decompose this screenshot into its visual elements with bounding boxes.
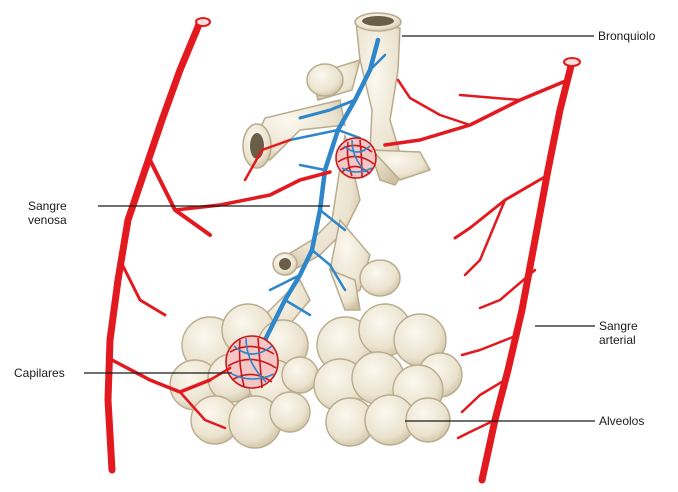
label-capilares: Capilares [14, 366, 65, 380]
label-alveolos: Alveolos [599, 414, 644, 428]
capillary-network-lower [226, 336, 278, 388]
alveolar-sac-right [314, 304, 462, 446]
right-artery-opening-icon [564, 58, 580, 66]
bronchiole [243, 13, 430, 330]
capillary-network-upper [336, 138, 376, 178]
label-sangre-arterial: Sangre arterial [599, 319, 638, 347]
left-artery-opening-icon [196, 18, 210, 26]
label-bronquiolo: Bronquiolo [598, 29, 655, 43]
label-sangre-venosa: Sangre venosa [28, 199, 67, 227]
